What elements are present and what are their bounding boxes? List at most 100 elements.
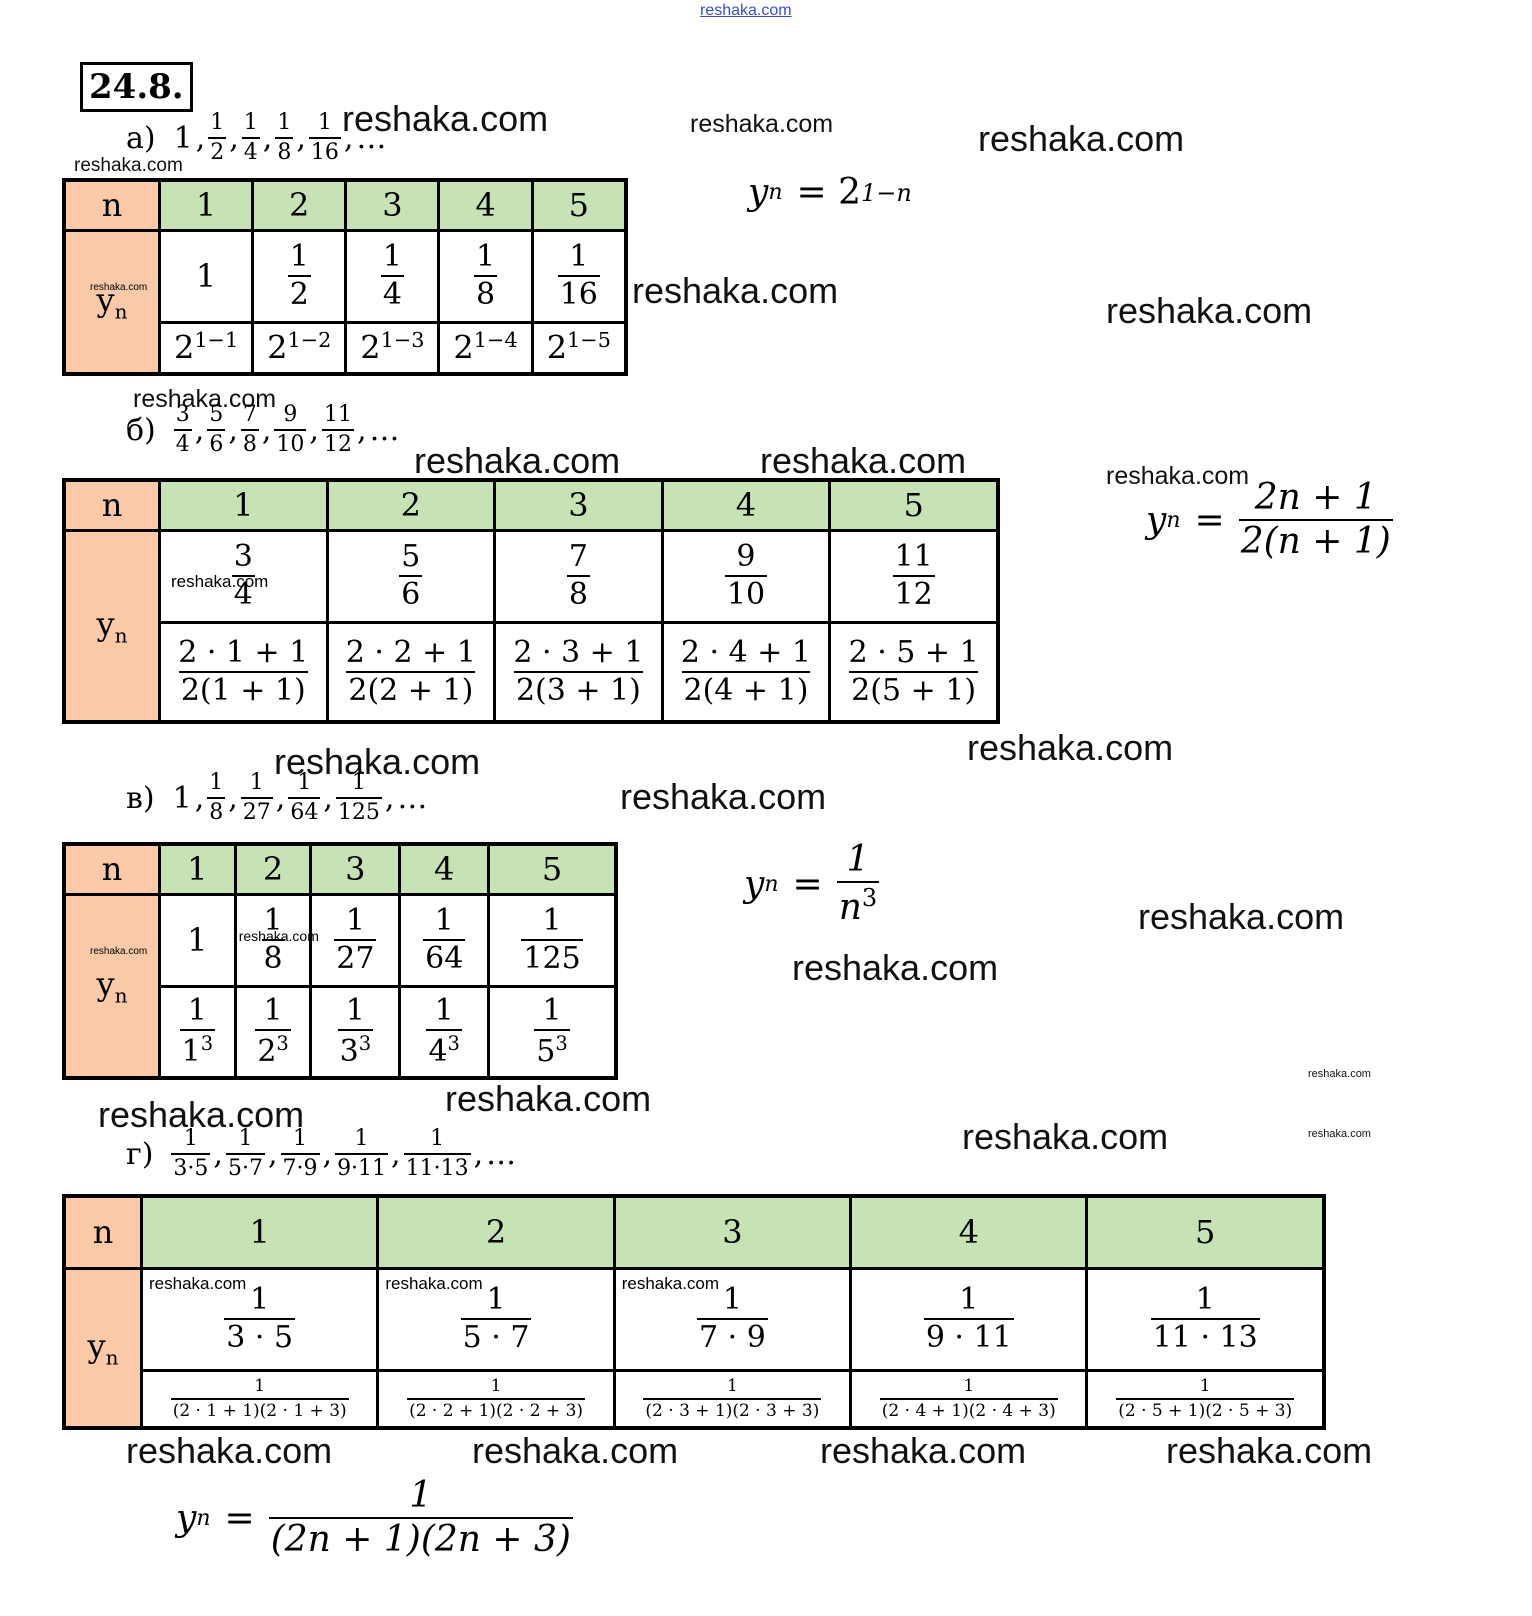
ellipsis: …: [356, 120, 387, 156]
n-header: n: [62, 478, 161, 532]
watermark: reshaka.com: [1308, 1128, 1371, 1140]
power-cell: 21−5: [530, 320, 628, 376]
n-header: n: [62, 178, 161, 232]
index-cell: 1: [157, 178, 255, 232]
watermark: reshaka.com: [126, 1430, 333, 1471]
yn-header: reshaka.com yn: [62, 228, 161, 376]
power-cell: 21−4: [437, 320, 534, 376]
power-cell: 21−3: [344, 320, 441, 376]
yn-header: yn: [62, 1266, 143, 1430]
value-cell: 1: [157, 228, 255, 324]
expr-cell: 1(2 · 5 + 1)(2 · 5 + 3): [1085, 1368, 1326, 1430]
index-cell: 1: [139, 1194, 380, 1270]
watermark: reshaka.com: [967, 727, 1174, 768]
index-cell: 4: [849, 1194, 1089, 1270]
value-cell: 1: [158, 892, 237, 988]
index-cell: 5: [530, 178, 628, 232]
watermark: reshaka.com: [621, 1273, 720, 1293]
power-cell: 21−1: [157, 320, 255, 376]
part-label: б): [126, 412, 156, 448]
watermark: reshaka.com: [238, 927, 319, 944]
index-cell: 1: [158, 478, 329, 532]
watermark: reshaka.com: [414, 440, 621, 481]
ellipsis: …: [369, 412, 400, 448]
ellipsis: …: [486, 1136, 517, 1172]
index-cell: 4: [660, 478, 832, 532]
index-cell: 5: [487, 842, 618, 896]
index-cell: 2: [376, 1194, 616, 1270]
ellipsis: …: [397, 780, 428, 816]
watermark: reshaka.com: [792, 947, 999, 988]
index-cell: 5: [828, 478, 1000, 532]
term: 1: [172, 780, 192, 816]
index-cell: 4: [398, 842, 491, 896]
index-cell: 2: [325, 478, 497, 532]
part-label: в): [126, 780, 155, 816]
part-label: г): [126, 1136, 154, 1172]
index-cell: 5: [1085, 1194, 1326, 1270]
watermark: reshaka.com: [342, 98, 549, 139]
index-cell: 3: [344, 178, 441, 232]
index-cell: 4: [437, 178, 534, 232]
top-watermark-link[interactable]: reshaka.com: [700, 2, 792, 19]
watermark: reshaka.com: [90, 281, 148, 293]
expr-cell: 1(2 · 1 + 1)(2 · 1 + 3): [139, 1368, 380, 1430]
watermark: reshaka.com: [472, 1430, 679, 1471]
watermark: reshaka.com: [1106, 290, 1313, 331]
yn-header: reshaka.com yn: [62, 892, 161, 1080]
watermark: reshaka.com: [90, 945, 148, 957]
index-cell: 2: [251, 178, 348, 232]
index-cell: 2: [233, 842, 313, 896]
watermark: reshaka.com: [1166, 1430, 1373, 1471]
index-cell: 3: [309, 842, 402, 896]
index-cell: 3: [493, 478, 664, 532]
watermark: reshaka.com: [171, 571, 269, 591]
watermark: reshaka.com: [620, 776, 827, 817]
watermark: reshaka.com: [1138, 896, 1345, 937]
index-cell: 3: [612, 1194, 853, 1270]
watermark: reshaka.com: [133, 385, 277, 413]
watermark: reshaka.com: [1308, 1068, 1371, 1080]
watermark: reshaka.com: [690, 110, 834, 138]
watermark: reshaka.com: [98, 1094, 305, 1135]
watermark: reshaka.com: [74, 155, 183, 176]
